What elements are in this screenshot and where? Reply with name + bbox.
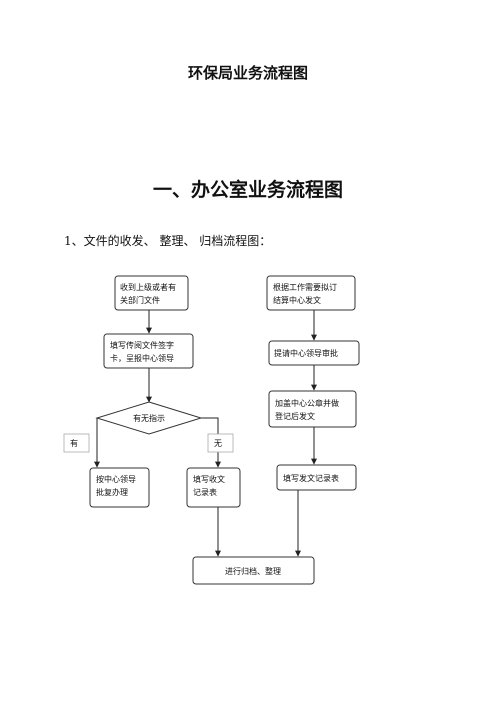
branch-no-text: 无 (214, 439, 222, 448)
node-draft-line-2: 结算中心发文 (273, 295, 321, 305)
node-stamp: 加盖中心公章并做 登记后发文 (268, 390, 357, 428)
node-draft: 根据工作需要拟订 结算中心发文 (266, 275, 356, 311)
node-stamp-line-2: 登记后发文 (275, 411, 315, 421)
node-receive: 收到上级或者有 关部门文件 (114, 275, 189, 311)
node-stamp-line-1: 加盖中心公章并做 (275, 398, 339, 408)
node-handle: 按中心领导 批复办理 (89, 467, 150, 508)
node-fill-reading-line-1: 填写传阅文件签字 (110, 340, 174, 350)
node-submit: 提请中心领导审批 (268, 340, 360, 366)
subsection-title: 1、文件的收发、 整理、 归档流程图： (64, 234, 272, 248)
node-fill-send: 填写发文记录表 (276, 464, 357, 491)
node-decision-label: 有无指示 (133, 413, 165, 423)
node-fill-reading: 填写传阅文件签字 卡，呈报中心领导 (103, 333, 194, 369)
node-draft-line-1: 根据工作需要拟订 (273, 282, 337, 292)
document-title: 环保局业务流程图 (187, 64, 308, 82)
node-fill-reading-line-2: 卡，呈报中心领导 (110, 353, 174, 363)
node-fill-send-label: 填写发文记录表 (283, 473, 339, 483)
branch-yes-label: 有 (63, 433, 90, 453)
node-receive-line-1: 收到上级或者有 (120, 282, 176, 292)
node-archive: 进行归档、整理 (192, 556, 315, 585)
node-fill-receipt: 填写收文 记录表 (186, 467, 241, 508)
node-submit-label: 提请中心领导审批 (274, 348, 338, 358)
section-title: 一、办公室业务流程图 (152, 179, 343, 201)
node-fill-receipt-line-2: 记录表 (193, 487, 217, 497)
branch-no-label: 无 (207, 433, 234, 453)
node-fill-receipt-line-1: 填写收文 (193, 474, 225, 484)
connectors (94, 310, 317, 557)
branch-yes-text: 有 (70, 438, 78, 448)
node-receive-line-2: 关部门文件 (120, 295, 160, 305)
node-decision: 有无指示 (95, 401, 203, 435)
node-handle-line-1: 按中心领导 (96, 474, 136, 484)
node-handle-line-2: 批复办理 (96, 487, 128, 497)
node-archive-label: 进行归档、整理 (225, 566, 281, 576)
